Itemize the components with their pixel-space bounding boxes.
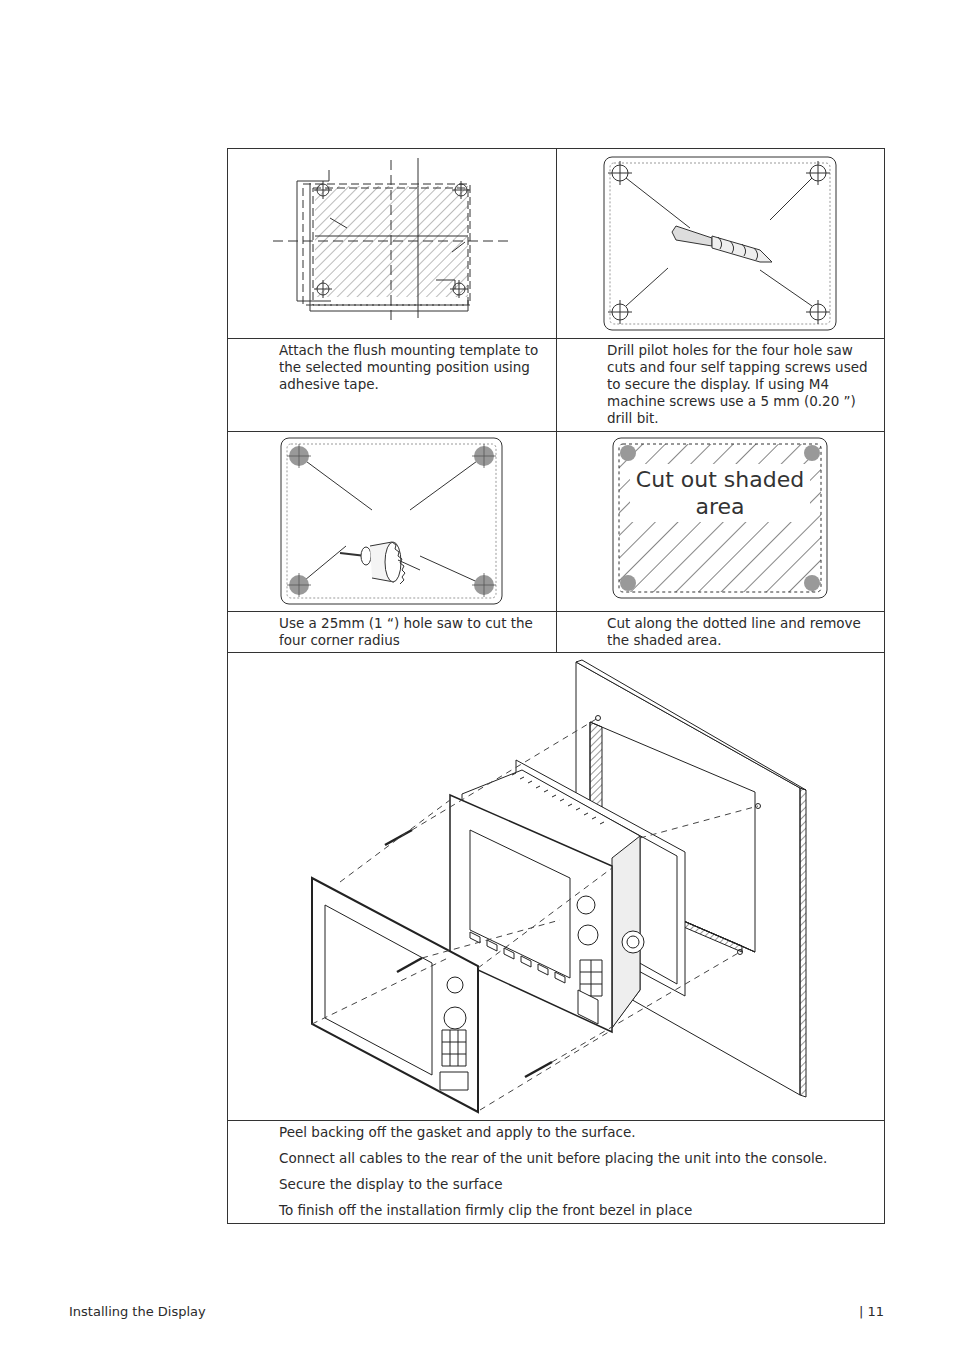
hole-saw-drawing (281, 438, 502, 604)
step-text: Connect all cables to the rear of the un… (279, 1150, 879, 1167)
step-text: To finish off the installation firmly cl… (279, 1202, 879, 1219)
step-text: Attach the flush mounting template to th… (279, 342, 547, 393)
assembly-drawing (312, 660, 806, 1112)
illustration-label: Cut out shaded area (630, 464, 810, 522)
step-text: Secure the display to the surface (279, 1176, 879, 1193)
page-number: | 11 (784, 1303, 884, 1320)
footer-text: Installing the Display (69, 1303, 369, 1320)
cut-out-drawing (613, 438, 827, 598)
template-drawing (273, 158, 512, 322)
drill-drawing (604, 157, 836, 330)
step-text: Peel backing off the gasket and apply to… (279, 1124, 879, 1141)
table-grid (227, 148, 885, 1224)
step-text: Drill pilot holes for the four hole saw … (607, 342, 879, 427)
step-text: Cut along the dotted line and remove the… (607, 615, 879, 649)
step-text: Use a 25mm (1 “) hole saw to cut the fou… (279, 615, 547, 649)
